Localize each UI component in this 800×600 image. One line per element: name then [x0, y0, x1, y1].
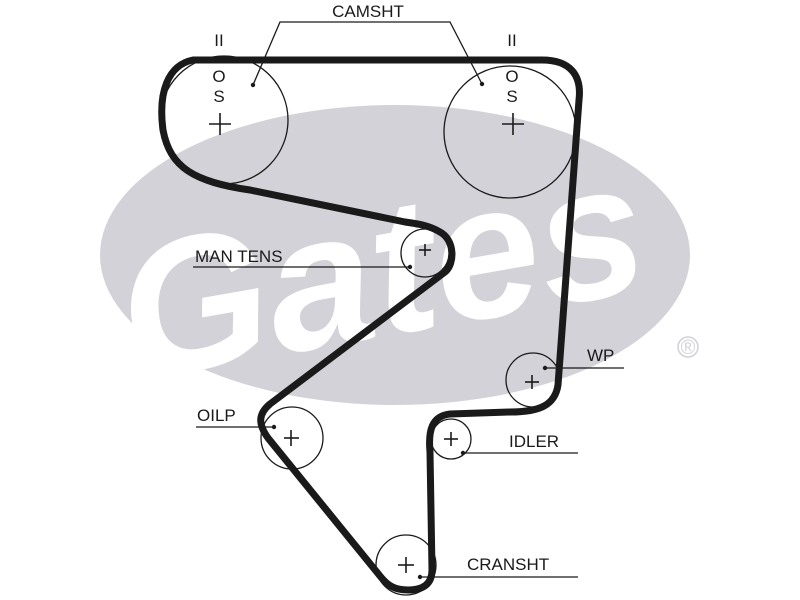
oil-pump-leader: [196, 424, 277, 430]
crankshaft-leader: [417, 574, 578, 580]
oil-pump-center-cross: [284, 430, 299, 446]
left-camshaft-center-cross: [209, 113, 231, 135]
manual-tensioner-label: MAN TENS: [195, 247, 283, 266]
camshaft-leader: [250, 21, 485, 88]
registered-mark: ®: [681, 337, 696, 359]
oil-pump-label: OILP: [197, 406, 236, 425]
crankshaft-pulley: [375, 534, 437, 596]
idler-label: IDLER: [509, 432, 559, 451]
water-pump-center-cross: [525, 375, 539, 389]
crankshaft-label: CRANSHT: [467, 555, 549, 574]
right-s-mark: S: [506, 87, 517, 106]
registered-mark-circle: [677, 336, 699, 358]
left-s-mark: S: [213, 87, 224, 106]
idler-center-cross: [444, 432, 458, 446]
water-pump-leader: [542, 365, 624, 371]
gates-watermark: Gates ®: [100, 105, 699, 421]
water-pump-label: WP: [587, 346, 614, 365]
right-tdc-mark: II: [507, 31, 516, 50]
left-tdc-mark: II: [214, 31, 223, 50]
right-o-mark: O: [505, 67, 518, 86]
manual-tensioner-center-cross: [419, 244, 431, 256]
camshaft-label: CAMSHT: [332, 2, 404, 21]
manual-tensioner-leader: [193, 264, 413, 270]
left-o-mark: O: [212, 67, 225, 86]
idler-leader: [460, 450, 578, 456]
right-camshaft-center-cross: [502, 113, 524, 135]
crankshaft-center-cross: [398, 557, 414, 573]
timing-belt: [158, 56, 583, 594]
